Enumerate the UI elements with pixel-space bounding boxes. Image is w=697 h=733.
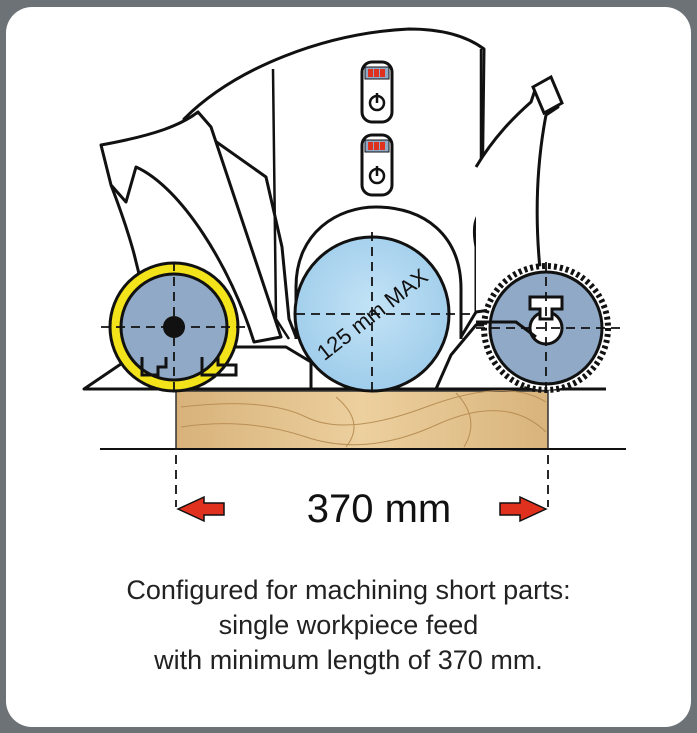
left-hood: [99, 110, 283, 344]
dimension-label: 370 mm: [306, 487, 452, 531]
right-arm-cap: [531, 74, 564, 116]
counter-top: [360, 60, 394, 124]
machine-diagram: 125 mm MAX: [82, 27, 626, 523]
right-arrow: [499, 495, 548, 523]
left-arrow: [176, 495, 225, 523]
diagram-card: 125 mm MAX 370 mm Configured for machini…: [6, 7, 691, 727]
right-arm: [474, 77, 560, 314]
caption-line-2: single workpiece feed: [218, 610, 479, 640]
caption-line-1: Configured for machining short parts:: [126, 575, 571, 605]
center-lines: [101, 232, 621, 507]
wood-workpiece: [175, 390, 549, 450]
counter-bottom: [360, 133, 394, 197]
column-left: [271, 68, 291, 340]
caption-line-3: with minimum length of 370 mm.: [154, 645, 543, 675]
caption: Configured for machining short parts: si…: [26, 573, 671, 678]
